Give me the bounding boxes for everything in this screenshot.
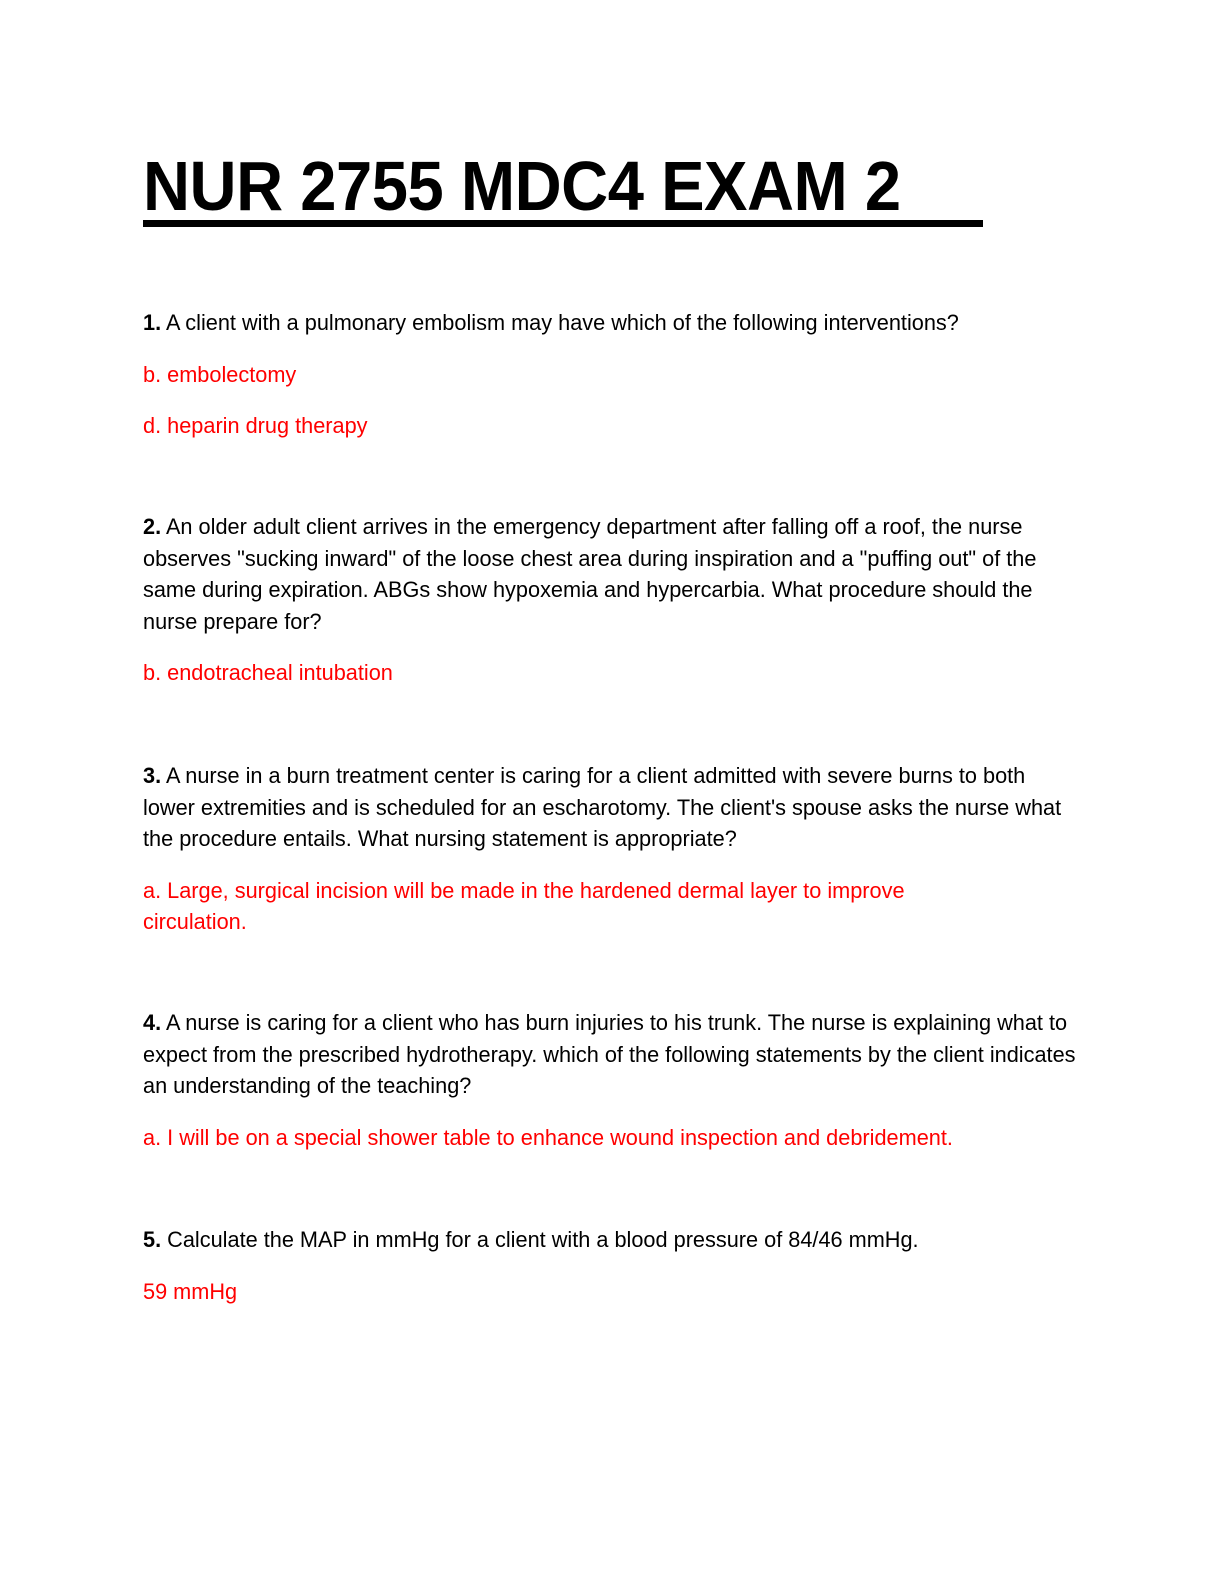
answer-text: 59 mmHg [143,1278,238,1304]
question-number: 5. [143,1227,162,1252]
question-block-2: 2. An older adult client arrives in the … [143,511,1078,689]
document-title: NUR 2755 MDC4 EXAM 2 [143,147,901,225]
question-block-4: 4. A nurse is caring for a client who ha… [143,1007,1078,1153]
question-text: 5. Calculate the MAP in mmHg for a clien… [143,1224,1079,1256]
question-body: A nurse is caring for a client who has b… [143,1010,1076,1098]
question-block-3: 3. A nurse in a burn treatment center is… [143,760,1078,938]
title-underline [143,220,983,227]
question-number: 4. [143,1010,162,1035]
question-number: 2. [143,514,162,539]
question-body: Calculate the MAP in mmHg for a client w… [167,1227,919,1252]
question-text: 4. A nurse is caring for a client who ha… [143,1007,1079,1102]
answer-text: b. endotracheal intubation [143,660,393,685]
question-block-5: 5. Calculate the MAP in mmHg for a clien… [143,1224,1078,1307]
question-body: An older adult client arrives in the eme… [143,514,1037,634]
answer-text: d. heparin drug therapy [143,413,368,438]
question-text: 2. An older adult client arrives in the … [143,511,1079,637]
answer-text: a. Large, surgical incision will be made… [143,877,905,935]
answer-text: b. embolectomy [143,361,297,387]
answer-text: a. I will be on a special shower table t… [143,1124,953,1150]
question-text: 1. A client with a pulmonary embolism ma… [143,307,1079,339]
question-body: A nurse in a burn treatment center is ca… [143,763,1062,851]
question-text: 3. A nurse in a burn treatment center is… [143,760,1079,855]
question-number: 1. [143,310,162,335]
question-number: 3. [143,763,162,788]
question-block-1: 1. A client with a pulmonary embolism ma… [143,307,1078,442]
question-body: A client with a pulmonary embolism may h… [165,310,959,335]
